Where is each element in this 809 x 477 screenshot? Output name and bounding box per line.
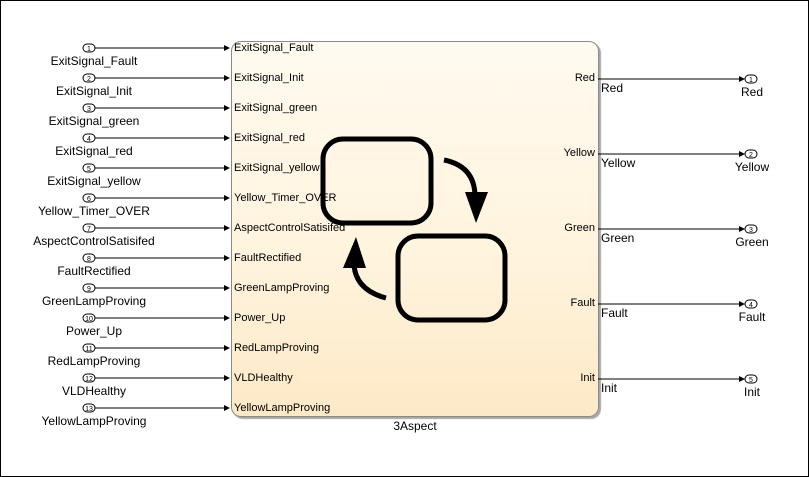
chart-output-port-label: Green [564, 222, 595, 234]
inport-name-label: ExitSignal_green [48, 114, 140, 128]
inport-name-label: AspectControlSatisifed [33, 234, 155, 248]
outport-block[interactable] [744, 374, 758, 384]
inport-number: 10 [85, 316, 93, 323]
state-box-icon [320, 136, 434, 226]
chart-output-port-label: Init [580, 372, 595, 384]
chart-input-port-label: ExitSignal_green [234, 102, 318, 114]
inport-name-label: RedLampProving [47, 354, 141, 368]
chart-input-port-label: AspectControlSatisifed [234, 222, 346, 234]
chart-block-3aspect[interactable] [231, 41, 599, 417]
inport-number: 1 [87, 46, 91, 53]
inport-number: 12 [85, 376, 93, 383]
outport-name-label: Red [740, 85, 763, 99]
chart-input-port-label: Power_Up [234, 312, 286, 324]
signal-name-label: Init [601, 381, 618, 395]
chart-input-port-label: YellowLampProving [234, 402, 331, 414]
outport-name-label: Init [743, 385, 760, 399]
inport-name-label: Power_Up [65, 324, 123, 338]
inport-number: 3 [87, 106, 91, 113]
inport-number: 13 [85, 406, 93, 413]
signal-name-label: Yellow [601, 156, 636, 170]
chart-output-port-label: Fault [570, 297, 595, 309]
outport-number: 3 [749, 227, 753, 234]
inport-number: 7 [87, 226, 91, 233]
inport-name-label: Yellow_Timer_OVER [38, 204, 150, 218]
chart-input-port-label: RedLampProving [234, 342, 319, 354]
signal-name-label: Red [601, 81, 624, 95]
chart-input-port-label: FaultRectified [234, 252, 302, 264]
transition-arrow-icon [443, 157, 478, 196]
inport-name-label: ExitSignal_yellow [47, 174, 141, 188]
outport-number: 1 [749, 77, 753, 84]
stateflow-chart-icon [320, 136, 508, 323]
chart-output-port-label: Red [574, 72, 595, 84]
outport-name-label: Green [735, 235, 769, 249]
inport-name-label: GreenLampProving [41, 294, 147, 308]
arrowhead-icon [465, 192, 488, 223]
outport-block[interactable] [744, 299, 758, 309]
chart-input-port-label: GreenLampProving [234, 282, 330, 294]
outport-name-label: Yellow [734, 160, 770, 174]
outport-name-label: Fault [738, 310, 766, 324]
state-box-icon [395, 233, 508, 323]
inport-name-label: FaultRectified [57, 264, 131, 278]
outport-block[interactable] [744, 149, 758, 159]
chart-input-port-label: ExitSignal_red [234, 132, 305, 144]
chart-input-port-label: ExitSignal_yellow [234, 162, 320, 174]
inport-number: 6 [87, 196, 91, 203]
inport-name-label: VLDHealthy [61, 384, 127, 398]
chart-input-port-label: ExitSignal_Fault [234, 42, 314, 54]
block-name-label: 3Aspect [393, 419, 437, 433]
inport-number: 4 [87, 136, 91, 143]
chart-input-port-label: VLDHealthy [234, 372, 293, 384]
inport-number: 8 [87, 256, 91, 263]
inport-number: 5 [87, 166, 91, 173]
chart-input-port-label: Yellow_Timer_OVER [234, 192, 337, 204]
inport-number: 2 [87, 76, 91, 83]
inport-name-label: YellowLampProving [41, 414, 147, 428]
outport-number: 4 [749, 302, 753, 309]
signal-name-label: Green [601, 231, 635, 245]
inport-name-label: ExitSignal_Init [55, 84, 133, 98]
chart-input-port-label: ExitSignal_Init [234, 72, 304, 84]
transition-arrow-icon [351, 264, 387, 301]
arrowhead-icon [343, 237, 366, 268]
outport-block[interactable] [744, 224, 758, 234]
inport-name-label: ExitSignal_red [55, 144, 133, 158]
inport-number: 9 [87, 286, 91, 293]
outport-block[interactable] [744, 74, 758, 84]
outport-number: 2 [749, 152, 753, 159]
inport-name-label: ExitSignal_Fault [50, 54, 138, 68]
outport-number: 5 [749, 377, 753, 384]
chart-output-port-label: Yellow [563, 147, 595, 159]
signal-name-label: Fault [601, 306, 628, 320]
inport-number: 11 [85, 346, 92, 353]
